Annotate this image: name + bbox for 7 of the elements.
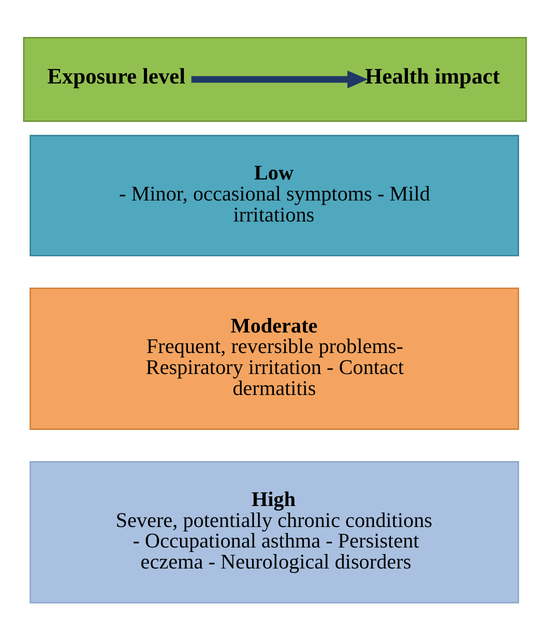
arrow — [191, 70, 368, 88]
node-box: Moderate Frequent, reversible problems- Respiratory irritation - Contact dermatitis — [30, 288, 520, 430]
node-text: Health impact — [365, 63, 500, 88]
node-text: Exposure level — [47, 63, 186, 88]
node-box: High Severe, potentially chronic conditions - Occupational asthma - Persistent eczema - Neurological disorders — [30, 461, 520, 604]
cluster — [23, 37, 527, 122]
node-box: Low - Minor, occasional symptoms - Mild irritations — [30, 134, 520, 256]
